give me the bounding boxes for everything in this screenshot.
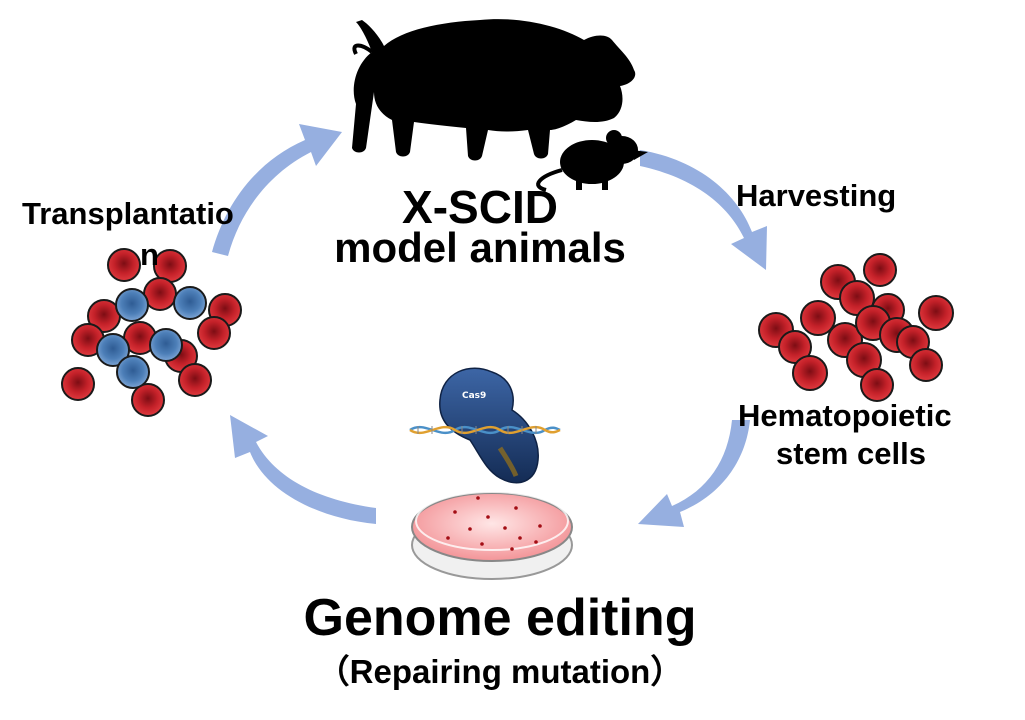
transplant-cell-cluster	[61, 248, 242, 417]
transplantation-label-line2: n	[140, 237, 159, 272]
hsc-cell-cluster	[758, 253, 954, 402]
cycle-arrows	[212, 124, 767, 527]
petri-dish-icon	[411, 491, 573, 580]
arrow-to-animals	[212, 124, 342, 256]
model-animals-title-line2: model animals	[334, 224, 626, 271]
red-cell	[792, 355, 828, 391]
red-cell	[918, 295, 954, 331]
red-cell	[860, 368, 894, 402]
red-cell	[131, 383, 165, 417]
red-cell	[909, 348, 943, 382]
red-cell	[863, 253, 897, 287]
cas9-label: Cas9	[462, 391, 486, 401]
blue-cell	[115, 288, 149, 322]
arrow-to-transplantation	[230, 415, 376, 524]
arrow-to-harvesting	[640, 150, 767, 270]
hsc-label-line1: Hematopoietic	[738, 398, 952, 433]
cas9-protein-icon: Cas9	[439, 367, 539, 484]
red-cell	[178, 363, 212, 397]
harvesting-label: Harvesting	[736, 178, 897, 213]
dna-helix-icon	[409, 425, 561, 435]
genome-editing-subtitle: （Repairing mutation）	[316, 653, 684, 690]
model-animals-title-line1: X-SCID	[402, 181, 558, 233]
blue-cell	[96, 333, 130, 367]
arrow-to-genome-editing	[638, 420, 750, 527]
transplantation-label-line1: Transplantatio	[22, 196, 234, 231]
blue-cell	[116, 355, 150, 389]
pig-silhouette-icon	[352, 19, 636, 161]
blue-cell	[149, 328, 183, 362]
red-cell	[107, 248, 141, 282]
red-cell	[61, 367, 95, 401]
red-cell	[197, 316, 231, 350]
blue-cell	[173, 286, 207, 320]
hsc-label-line2: stem cells	[776, 436, 926, 471]
red-cell	[800, 300, 836, 336]
genome-editing-title: Genome editing	[303, 589, 697, 647]
mouse-silhouette-icon	[536, 130, 648, 192]
red-cell	[778, 330, 812, 364]
